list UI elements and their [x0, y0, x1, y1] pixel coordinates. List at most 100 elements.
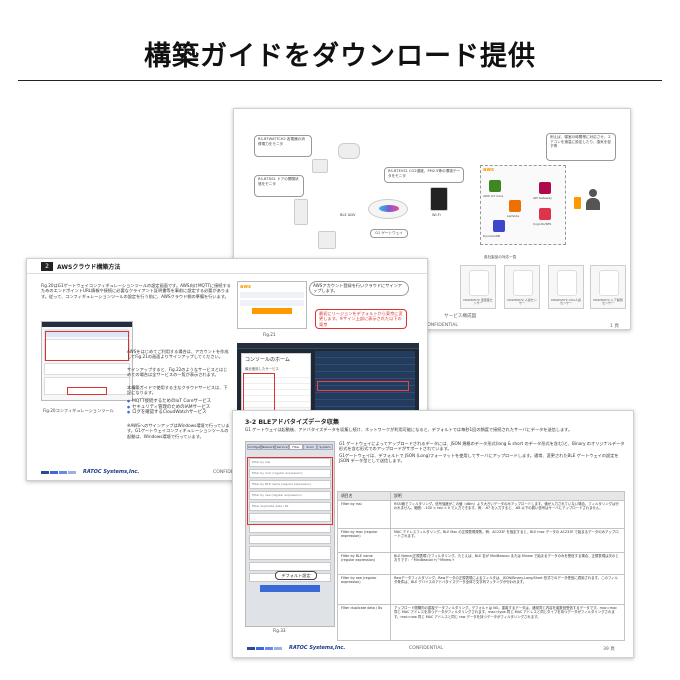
filter-raw-field[interactable]: Filter by raw (regular expression): [249, 491, 331, 500]
row-name: Filter by BLE name (regular expression): [337, 552, 391, 575]
filter-settings-screenshot: Configure Network Service Filter Scan Sy…: [245, 441, 335, 627]
default-setting-callout: デフォルト設定: [275, 571, 317, 581]
user-icon: [586, 189, 600, 211]
dynamodb-icon: [493, 220, 505, 232]
page-title: 構築ガイドをダウンロード提供: [144, 41, 536, 72]
service-item: MQTT接続するためのIoT Coreサービス: [127, 399, 231, 405]
callout-btds1: RS-BTDS1 ドアの開閉状態をモニタ: [254, 175, 304, 197]
config-tab[interactable]: Network: [261, 444, 275, 450]
body-text-2: G1ゲートウェイは、デフォルトで JSON (Long)フォーマットを使用してサ…: [339, 453, 619, 464]
col-description: 説明: [390, 491, 625, 501]
sensor-card: MSWDW72 CO2人感センサー: [548, 265, 584, 309]
col-item-name: 項目名: [337, 491, 391, 501]
aws-logo: aws: [483, 167, 494, 173]
body-text-1: G1 ゲートウェイによってアップロードされるデータには、JSON 規格のデータ形…: [339, 441, 625, 452]
confidential-label: CONFIDE: [213, 470, 234, 475]
sensor-card: MSWDW72 温湿度センサー: [460, 265, 496, 309]
windows-note: ※AWSへのサインアップはWindows環境で行っています。G1ゲートウェイコン…: [127, 423, 230, 439]
section-number: 2: [41, 262, 53, 271]
desc-service-list: サインアップすると、Fig.22のようなサービスとはじめての場合は全サービスの一…: [127, 367, 228, 378]
intro-text: Fig.20はG1ゲートウェイコンフィギュレーションツールの設定画面です。AWS…: [41, 283, 231, 299]
filter-name-field[interactable]: Filter by BLE name (regular expression): [249, 480, 331, 489]
highlight-frame: [243, 373, 275, 413]
sensor-card: MSWDW72 ドア開閉センサー: [590, 265, 626, 309]
config-tab[interactable]: System: [317, 444, 333, 450]
device-btds1-image: [294, 199, 308, 225]
save-button[interactable]: [260, 585, 320, 592]
row-desc: MAC アドレスフィルタリング。BLE Mac の正規表現規則。例：AC233F…: [390, 528, 625, 553]
filter-duplicate-field[interactable]: Filter duplicate data / 8s: [249, 502, 331, 511]
service-diagram-caption: サービス構成図: [444, 314, 477, 319]
filter-mac-field[interactable]: Filter by mac (regular expression): [249, 469, 331, 478]
desc-signup: AWSをはじめてご利用する場合は、アカウントを作成してFig.21の画面よりサイ…: [127, 349, 229, 360]
confidential-label: CONFIDENTIAL: [424, 323, 458, 328]
row-desc: BLE Name(正規表現)でフィルタリング。たとえば、BLE 名が MiniB…: [390, 552, 625, 575]
service-list: MQTT接続するためのIoT Coreサービス セキュリティ管理のためのIAMサ…: [127, 399, 231, 416]
section-title: AWSクラウド構築方法: [57, 264, 121, 271]
api-gateway-label: API Gateway: [533, 196, 552, 200]
wifi-label: Wi-Fi: [432, 213, 441, 217]
callout-use-case: 例えば、寝室の時間帯に対応させ、エアコンを適温に設定したり、換気を促す等: [546, 133, 616, 161]
row-desc: RSSI値でフィルタリング。信号強度がこの値（dBm）より大きいデータのみアップ…: [390, 500, 625, 529]
fig33-caption: Fig.33: [273, 628, 286, 633]
fig21-caption: Fig.21: [263, 332, 276, 337]
company-logo: RATOC Systems,Inc.: [83, 469, 140, 475]
section-title: 3-2 BLEアドバタイズデータ収集: [245, 419, 340, 426]
api-gateway-icon: [539, 182, 551, 194]
row-name: Filter duplicate data / 8s: [337, 604, 391, 641]
table-row: Filter by raw (regular expression) Rawデー…: [337, 574, 625, 605]
desc-main-services: 本構築ガイドで使用する主なクラウドサービスは、下記になります。: [127, 385, 228, 396]
section-header: 2 AWSクラウド構築方法: [27, 259, 427, 274]
extra-field[interactable]: [249, 535, 331, 544]
device-btwattch2-image: [312, 159, 328, 173]
footer-logo-blocks: [41, 471, 76, 474]
lambda-label: Lambda: [507, 214, 520, 218]
device-btevs1-image: [338, 143, 360, 159]
highlight-frame: [45, 331, 129, 361]
console-subtitle: 最近使用したサービス: [245, 367, 279, 371]
confidential-label: CONFIDENTIAL: [409, 646, 443, 651]
console-title: コンソールのホーム: [245, 357, 290, 363]
sensor-section-label: 各社製品の対応一覧: [484, 255, 517, 259]
config-tab[interactable]: Service: [275, 444, 289, 450]
extra-field[interactable]: [249, 546, 331, 560]
row-desc: アップロード間隔内の重複データフィルタリング。デフォルトは NO。重複するデータ…: [390, 604, 625, 641]
router-image: [430, 187, 448, 211]
config-tab[interactable]: Filter: [289, 444, 303, 450]
sensor-card: MSWDW72 人感センサー: [504, 265, 540, 309]
cognito-icon: [539, 208, 551, 220]
iot-core-label: AWS IoT Core: [483, 194, 504, 198]
highlight-frame: [247, 457, 333, 525]
highlight-frame: [317, 381, 409, 391]
extra-field[interactable]: [249, 513, 331, 522]
title-divider: [18, 80, 662, 81]
callout-btevs1: RS-BTEVS1 CO2濃度、PM2.5等の環境データをモニタ: [384, 167, 464, 183]
cognito-label: Cognito/SES: [533, 222, 552, 226]
page-number: 39 頁: [603, 647, 615, 652]
config-tab[interactable]: Configure: [247, 444, 263, 450]
row-name: Filter by rssi: [337, 500, 391, 529]
table-row: Filter duplicate data / 8s アップロード間隔内の重複デ…: [337, 604, 625, 641]
aws-cloud-group: aws AWS IoT Core Lambda DynamoDB API Gat…: [480, 165, 566, 245]
service-item: セキュリティ管理のためのIAMサービス: [127, 405, 231, 411]
footer-logo-blocks: [247, 647, 282, 650]
aws-logo: aws: [240, 284, 251, 290]
table-row: Filter by rssi RSSI値でフィルタリング。信号強度がこの値（dB…: [337, 500, 625, 529]
filter-rssi-field[interactable]: Filter by rssi: [249, 458, 331, 467]
page-number: 1 頁: [610, 324, 619, 329]
callout-btwattch2: RS-BTWATTCH2 各電器の消費電力をモニタ: [254, 135, 312, 157]
table-row: Filter by mac (regular expression) MAC ア…: [337, 528, 625, 553]
user-phone-icon: [574, 197, 581, 209]
ble-adv-label: BLE ADV: [340, 213, 356, 217]
gateway-caption: G1 ゲートウェイ: [370, 229, 408, 238]
device-sensor-image: [318, 231, 336, 249]
extra-field[interactable]: [249, 524, 331, 533]
extra-field[interactable]: [249, 562, 331, 571]
row-name: Filter by raw (regular expression): [337, 574, 391, 605]
gateway-image: [368, 199, 408, 219]
dynamodb-label: DynamoDB: [483, 234, 500, 238]
filter-table: 項目名 説明 Filter by rssi RSSI値でフィルタリング。信号強度…: [337, 491, 625, 641]
config-tab[interactable]: Scan: [303, 444, 317, 450]
callout-signup: AWSアカウント登録を行いクラウドにサインアップします。: [309, 281, 409, 296]
highlight-frame: [67, 387, 107, 395]
